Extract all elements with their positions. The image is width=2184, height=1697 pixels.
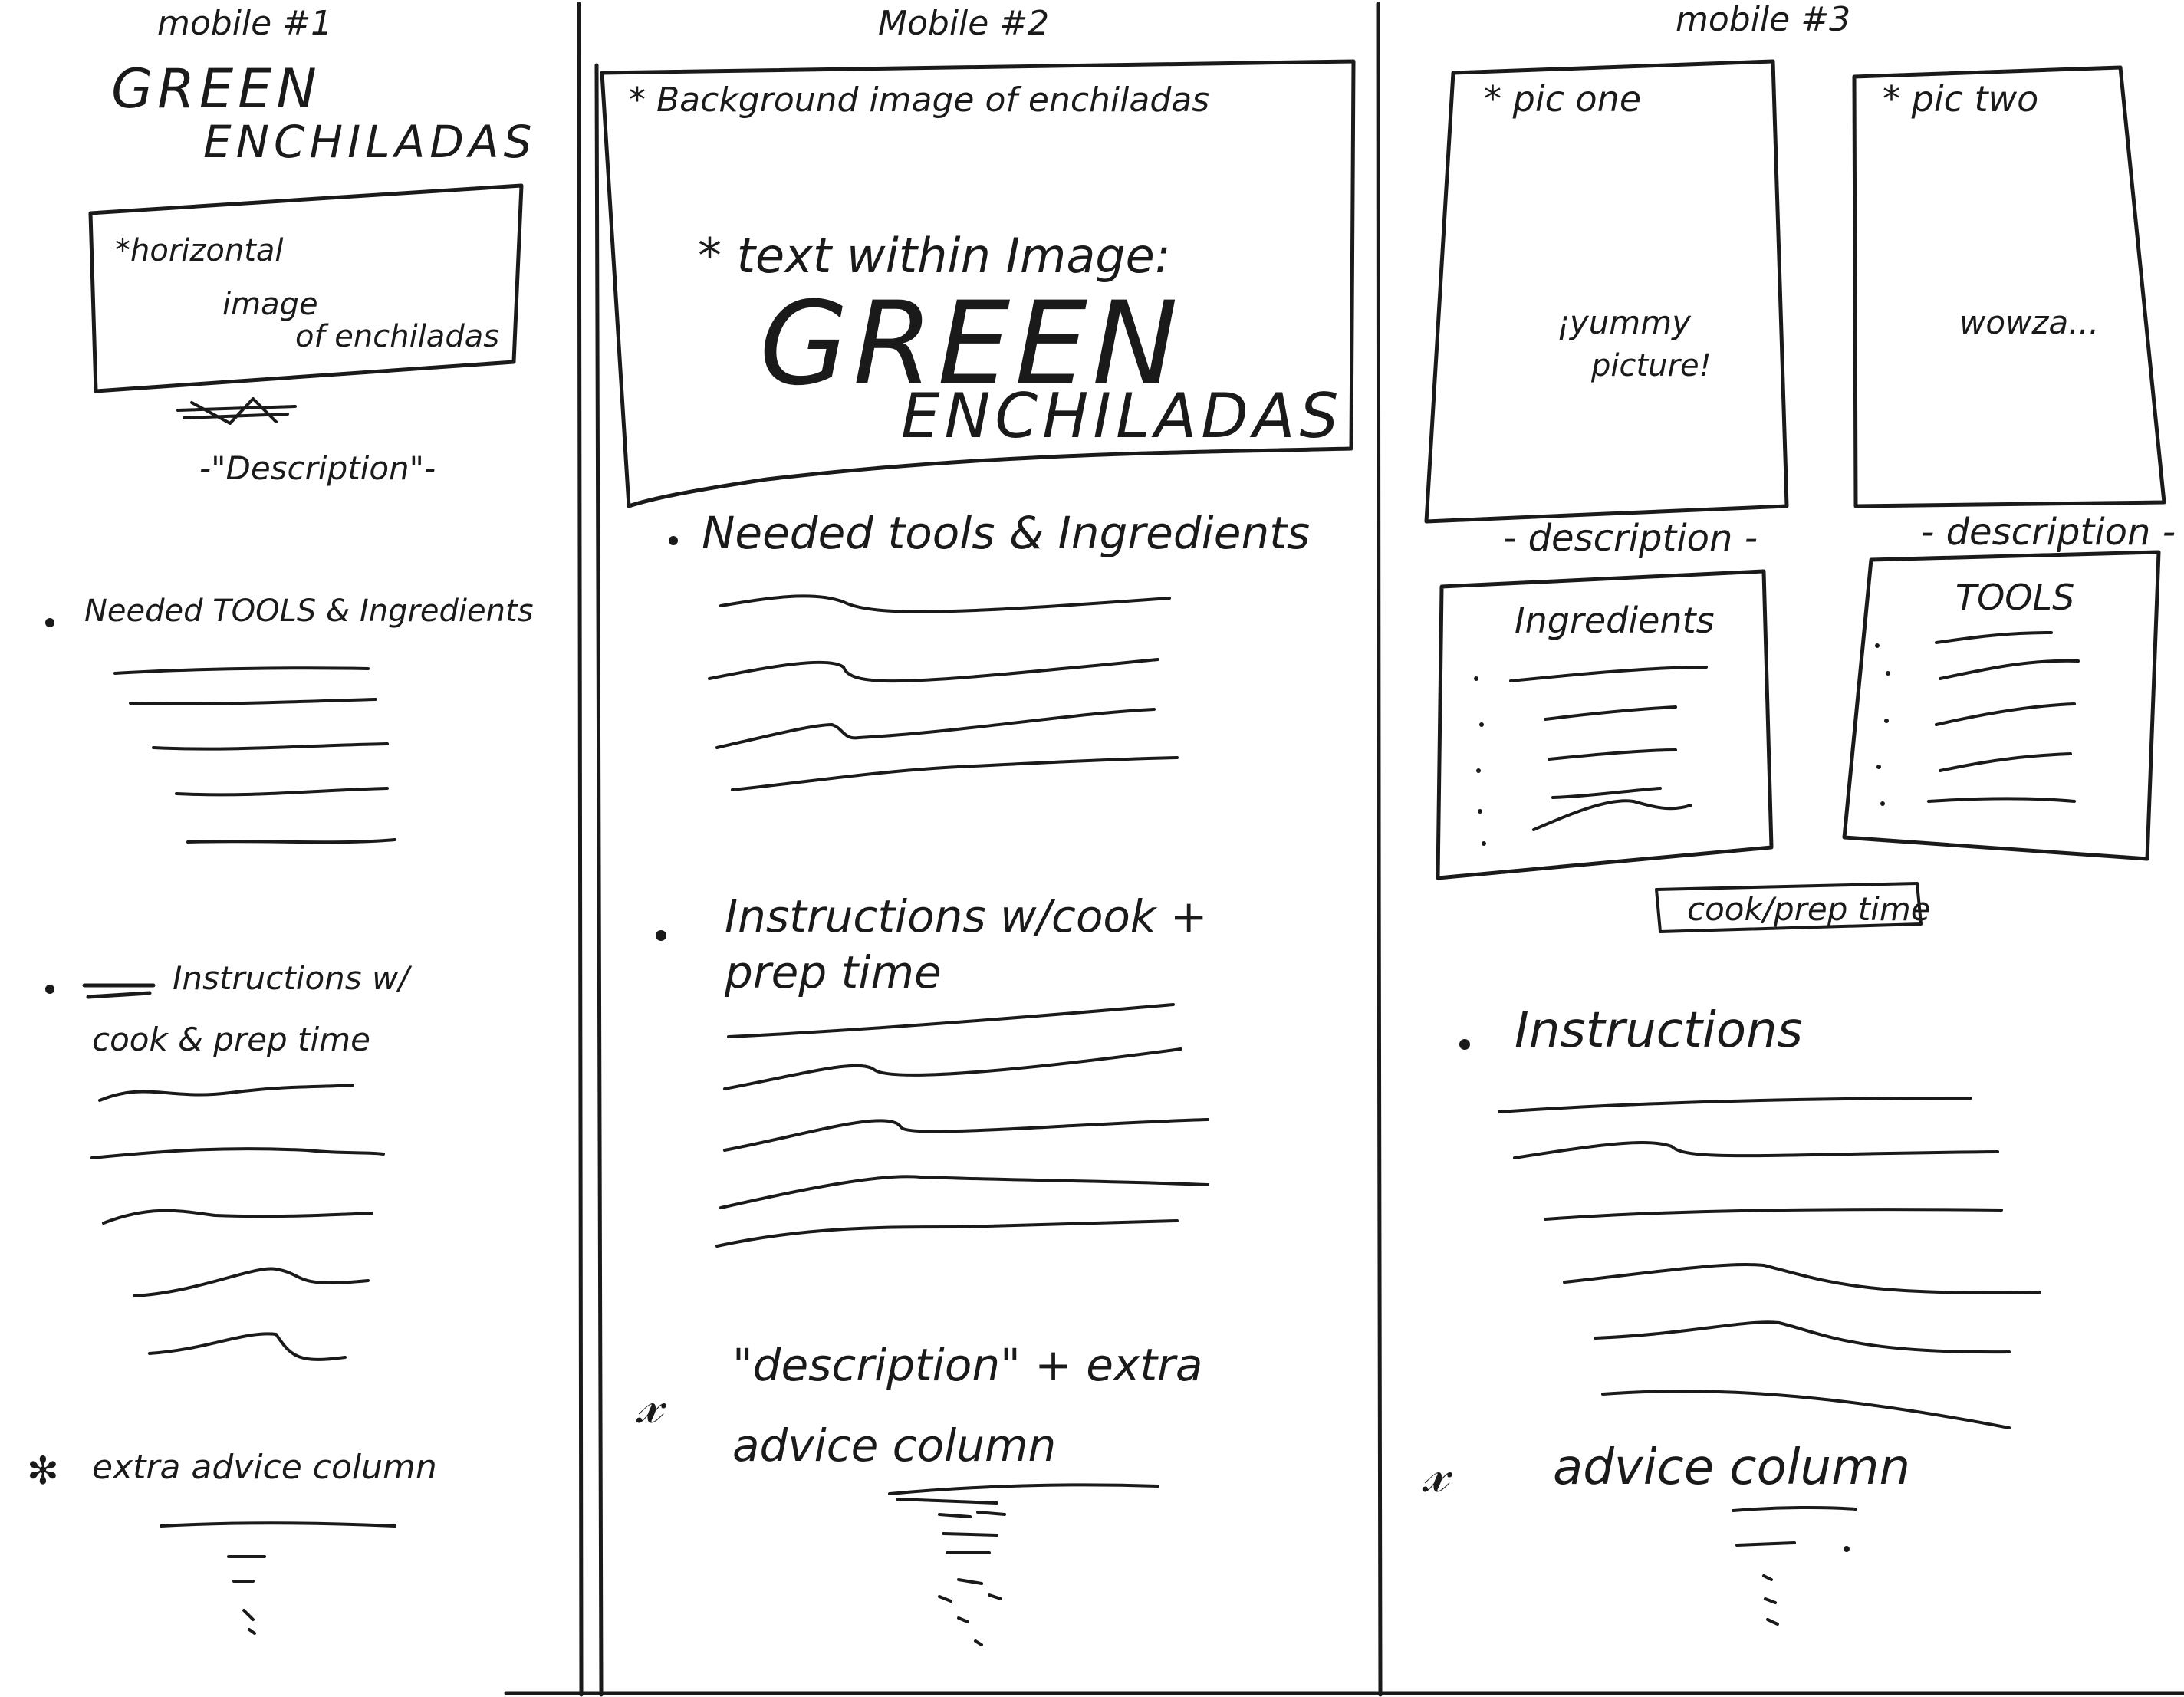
mobile-3-ingredients-heading: Ingredients <box>1515 600 1715 641</box>
mobile-1-image-note-line1: *horizontal <box>115 233 284 268</box>
mobile-1-heading-line1: GREEN <box>111 58 321 120</box>
mobile-2-tools-heading: Needed tools & Ingredients <box>702 507 1310 559</box>
mobile-3-instructions-heading: Instructions <box>1515 1002 1803 1059</box>
mobile-3-pic-one-caption-line2: picture! <box>1590 348 1712 383</box>
mobile-2-heading-line1: GREEN <box>759 278 1182 411</box>
mobile-3-tools-box <box>1842 550 2161 861</box>
mobile-3-column: mobile #3 * pic one ¡yummy picture! * pi… <box>1422 0 2176 1626</box>
mobile-1-advice-lines <box>160 1521 396 1635</box>
mobile-1-image-note-line3: of enchiladas <box>295 319 499 354</box>
mobile-3-pic-one-label: * pic one <box>1484 78 1641 120</box>
mobile-2-column: Mobile #2 * Background image of enchilad… <box>600 4 1356 1646</box>
mobile-3-pic-one-caption-line1: ¡yummy <box>1557 304 1692 341</box>
mobile-2-instructions-lines <box>715 1003 1209 1248</box>
mobile-2-hero-image-box <box>600 59 1356 508</box>
mobile-1-advice-heading: extra advice column <box>92 1448 437 1487</box>
mobile-3-pic-two-label: * pic two <box>1883 78 2038 120</box>
mobile-3-tools-heading: TOOLS <box>1955 577 2074 618</box>
mobile-3-pic-one-box <box>1424 59 1789 524</box>
mobile-1-advice-star: ✻ <box>27 1449 59 1493</box>
mobile-2-advice-line2: advice column <box>732 1419 1056 1472</box>
mobile-2-title: Mobile #2 <box>878 4 1049 43</box>
mobile-2-image-note: * Background image of enchiladas <box>629 81 1209 120</box>
mobile-1-instructions-line2: cook & prep time <box>92 1021 370 1058</box>
mobile-3-instructions-lines <box>1498 1097 2041 1429</box>
mobile-3-pic-two-caption: wowza... <box>1959 304 2099 341</box>
mobile-1-instructions-lines <box>90 1084 385 1361</box>
divider-right <box>1376 2 1383 1697</box>
mobile-2-tools-lines <box>708 594 1179 791</box>
mobile-1-instructions-bullet <box>45 985 54 994</box>
mobile-1-tools-lines <box>113 666 396 844</box>
mobile-1-scribble <box>176 397 297 425</box>
mobile-2-instructions-line2: prep time <box>724 946 942 998</box>
mobile-1-tools-heading: Needed TOOLS & Ingredients <box>84 594 534 629</box>
mobile-2-tools-bullet <box>669 536 678 545</box>
mobile-3-advice-star: 𝓍 <box>1422 1440 1453 1505</box>
mobile-2-instructions-line1: Instructions w/cook + <box>725 890 1208 942</box>
mobile-1-tools-bullet <box>45 618 54 627</box>
mobile-3-advice-lines <box>1732 1505 1857 1626</box>
mobile-3-ingredients-list <box>1474 666 1708 846</box>
mobile-1-instructions-scribble <box>82 983 156 999</box>
mobile-2-advice-star: 𝓍 <box>636 1371 667 1436</box>
mobile-3-description-right: - description - <box>1921 511 2176 554</box>
mobile-3-description-left: - description - <box>1503 517 1758 560</box>
mobile-3-tools-list <box>1875 631 2080 806</box>
mobile-1-title: mobile #1 <box>157 4 332 43</box>
mobile-3-pic-two-box <box>1852 65 2166 508</box>
mobile-3-instructions-bullet <box>1459 1039 1470 1050</box>
mobile-3-advice-heading: advice column <box>1553 1439 1910 1496</box>
mobile-1-image-note-line2: image <box>222 287 318 322</box>
mobile-3-cook-prep-label: cook/prep time <box>1687 890 1931 928</box>
divider-left <box>577 2 584 1697</box>
mobile-2-instructions-bullet <box>656 930 666 941</box>
column-dividers <box>504 2 2184 1697</box>
mobile-2-text-note: * text within Image: <box>698 228 1171 284</box>
divider-mid-left <box>594 63 604 1697</box>
mobile-1-instructions-line1: Instructions w/ <box>173 959 412 997</box>
mobile-3-title: mobile #3 <box>1676 0 1850 39</box>
mobile-1-image-box <box>88 183 524 393</box>
mobile-1-column: mobile #1 GREEN ENCHILADAS *horizontal i… <box>27 4 536 1635</box>
mobile-3-cook-prep-box <box>1655 882 1923 933</box>
mobile-2-advice-line1: "description" + extra <box>732 1339 1202 1391</box>
mobile-1-heading-line2: ENCHILADAS <box>203 116 536 168</box>
mobile-2-heading-line2: ENCHILADAS <box>901 380 1343 452</box>
mobile-2-advice-lines <box>888 1483 1159 1646</box>
mobile-1-description: -"Description"- <box>199 449 436 487</box>
mobile-3-ingredients-box <box>1436 569 1774 880</box>
